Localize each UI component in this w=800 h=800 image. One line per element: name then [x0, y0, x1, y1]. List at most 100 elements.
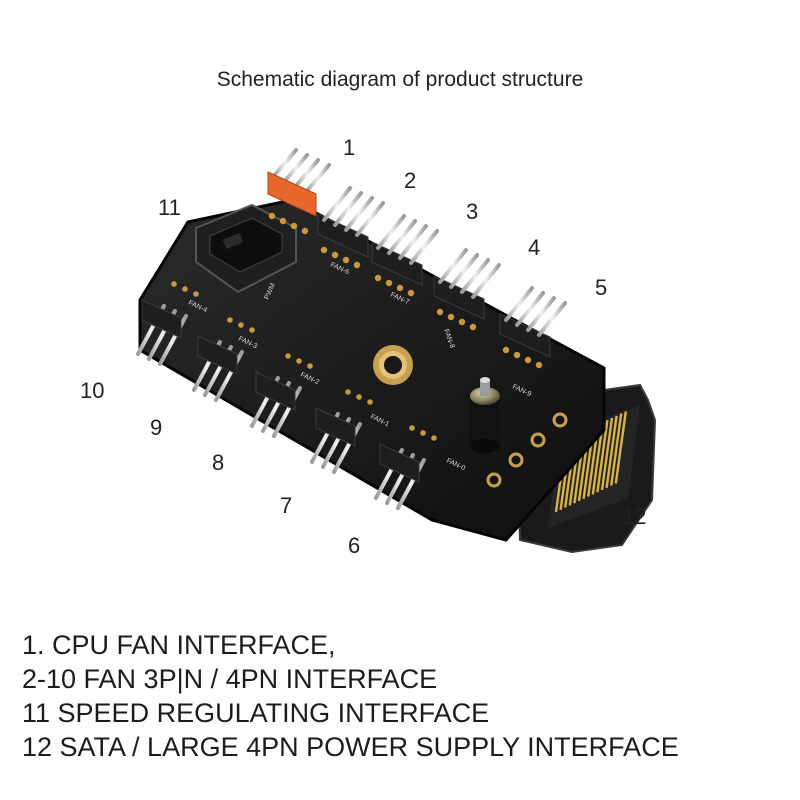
fan-header-8-pad: [307, 363, 313, 369]
speed-knob: [470, 377, 500, 453]
sata-contact: [610, 413, 623, 486]
legend-list: 1. CPU FAN INTERFACE, 2-10 FAN 3P|N / 4P…: [22, 628, 679, 764]
fan-header-4: [433, 248, 501, 331]
fan-header-8-pin: [272, 386, 302, 438]
fan-header-8-pad: [296, 358, 302, 364]
diagram-title: Schematic diagram of product structure: [216, 68, 584, 91]
callout-2: 2: [404, 168, 416, 193]
fan-header-6-housing: [379, 443, 420, 483]
fan-header-10-pad: [182, 286, 188, 292]
fan-header-7-pad: [345, 389, 351, 395]
fan-header-3-pad: [374, 274, 382, 282]
fan-header-3-housing: [371, 241, 423, 286]
fan-header-10-pad: [171, 281, 177, 287]
callout-6: 6: [348, 533, 360, 558]
fan-header-9-pad: [249, 327, 255, 333]
cpu-fan-header-pad: [301, 227, 309, 235]
fan-header-4-pin: [460, 258, 490, 294]
callout-numbers: 1 2 3 4 5 6 7 8 9 10 11 12: [80, 135, 646, 558]
fan-header-5-pin: [504, 286, 534, 322]
fan-header-7-housing: [315, 407, 356, 447]
cpu-fan-header-pin: [305, 163, 331, 193]
cpu-fan-header-housing: [267, 171, 317, 217]
callout-4: 4: [528, 235, 540, 260]
callout-3: 3: [466, 199, 478, 224]
callout-7: 7: [280, 493, 292, 518]
fan-header-9: [192, 317, 255, 402]
fan-header-6-pad: [420, 430, 426, 436]
fan-header-4-pin: [438, 248, 468, 284]
fan-header-9-pad: [238, 322, 244, 328]
cpu-fan-header: [267, 148, 331, 235]
fan-header-10-pin: [158, 314, 188, 366]
fan-header-8-pad: [285, 353, 291, 359]
legend-item-cpu-fan: 1. CPU FAN INTERFACE,: [22, 630, 336, 660]
fan-header-7-pad: [367, 399, 373, 405]
callout-8: 8: [212, 450, 224, 475]
fan-header-9-pad: [227, 317, 233, 323]
sata-contact: [614, 411, 627, 484]
cpu-fan-header-pad: [268, 212, 276, 220]
fan-header-3-pin: [376, 214, 406, 250]
cpu-fan-header-pin: [272, 148, 298, 178]
fan-header-4-housing: [433, 275, 485, 320]
fan-header-6-pin: [396, 458, 426, 510]
fan-header-2-pad: [342, 256, 350, 264]
fan-header-2-housing: [317, 213, 369, 258]
fan-header-2-pin: [355, 201, 385, 237]
fan-header-3-pin: [387, 219, 417, 255]
sata-pad: [486, 472, 502, 488]
fan-connectors: [136, 148, 567, 510]
fan-header-6: [374, 425, 437, 510]
fan-header-4-pad: [458, 318, 466, 326]
fan-header-10-pad: [193, 291, 199, 297]
fan-header-2-pad: [353, 261, 361, 269]
callout-9: 9: [150, 415, 162, 440]
sata-pad: [508, 452, 524, 468]
fan-header-5: [499, 286, 567, 369]
callout-5: 5: [595, 275, 607, 300]
fan-header-7: [310, 389, 373, 474]
fan-header-3-pad: [385, 279, 393, 287]
fan-header-5-pin: [515, 291, 545, 327]
fan-header-3: [371, 214, 439, 297]
cpu-fan-header-pad: [279, 217, 287, 225]
fan-header-3-pin: [398, 224, 428, 260]
cpu-fan-header-pin: [283, 153, 309, 183]
callout-1: 1: [343, 135, 355, 160]
fan-header-2-pad: [331, 251, 339, 259]
callout-11: 11: [158, 195, 181, 220]
fan-header-5-pad: [502, 346, 510, 354]
mounting-hole: [373, 345, 413, 385]
fan-header-5-pad: [524, 356, 532, 364]
sata-solder-pads: [486, 412, 568, 488]
fan-header-4-pad: [469, 323, 477, 331]
sata-pad: [552, 412, 568, 428]
fan-header-9-pin: [214, 350, 244, 402]
sata-contact: [600, 417, 614, 491]
fan-header-2-pin: [333, 191, 363, 227]
fan-header-10-housing: [141, 299, 182, 339]
fan-header-6-pad: [431, 435, 437, 441]
fan-header-3-pin: [409, 229, 439, 265]
fan-header-9-housing: [197, 335, 238, 375]
cpu-fan-header-pin: [294, 158, 320, 188]
fan-header-2: [317, 186, 385, 269]
fan-header-2-pin: [322, 186, 352, 222]
legend-item-sata-power: 12 SATA / LARGE 4PN POWER SUPPLY INTERFA…: [22, 732, 679, 762]
fan-header-5-pad: [513, 351, 521, 359]
fan-header-4-pad: [447, 313, 455, 321]
fan-header-4-pad: [436, 308, 444, 316]
speed-regulating-connector: [195, 203, 297, 296]
sata-pad: [530, 432, 546, 448]
fan-header-2-pad: [320, 246, 328, 254]
fan-header-4-pin: [471, 263, 501, 299]
legend-item-fan-headers: 2-10 FAN 3P|N / 4PN INTERFACE: [22, 664, 438, 694]
fan-header-5-housing: [499, 313, 551, 358]
fan-header-3-pad: [396, 284, 404, 292]
fan-header-7-pad: [356, 394, 362, 400]
fan-header-2-pin: [344, 196, 374, 232]
fan-header-6-pad: [409, 425, 415, 431]
